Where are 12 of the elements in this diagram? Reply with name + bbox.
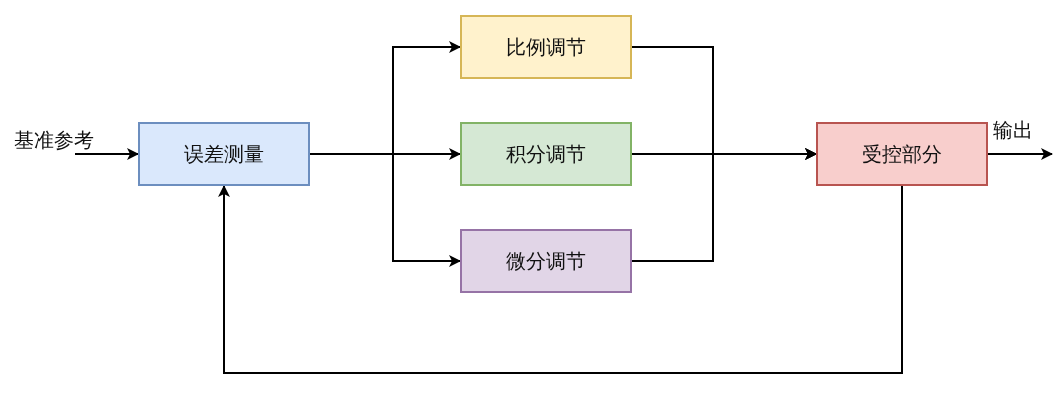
arrow bbox=[74, 148, 139, 160]
arrow bbox=[987, 148, 1053, 160]
process-box: 误差测量 bbox=[138, 122, 310, 186]
arrow bbox=[631, 148, 817, 262]
edge-label: 输出 bbox=[993, 120, 1033, 140]
process-box: 微分调节 bbox=[460, 229, 632, 293]
arrow bbox=[218, 185, 903, 374]
process-box: 受控部分 bbox=[816, 122, 988, 186]
process-box: 比例调节 bbox=[460, 15, 632, 79]
arrow bbox=[309, 153, 461, 267]
edge-label: 基准参考 bbox=[14, 130, 94, 150]
process-box: 积分调节 bbox=[460, 122, 632, 186]
